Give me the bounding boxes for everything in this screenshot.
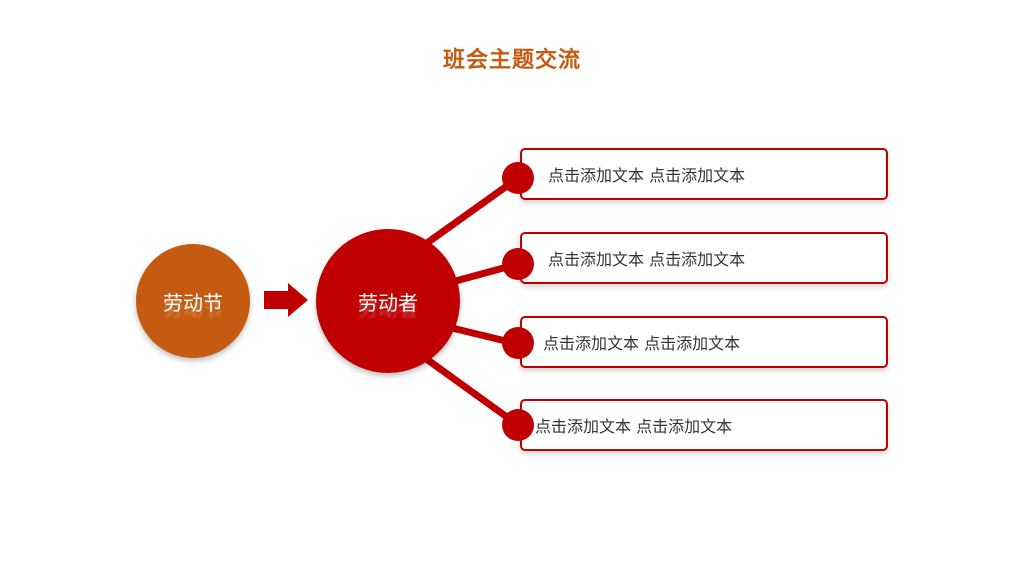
source-node-label: 劳动节: [163, 290, 223, 315]
branch-text-1: 点击添加文本 点击添加文本: [548, 166, 746, 185]
branch-box-2[interactable]: 点击添加文本 点击添加文本: [520, 232, 888, 284]
connector-line-4: [421, 354, 522, 429]
branch-dot-2: [502, 248, 534, 280]
branch-text-2: 点击添加文本 点击添加文本: [548, 250, 746, 269]
branch-dot-3: [502, 327, 534, 359]
connector-line-1: [416, 174, 522, 252]
hub-node-label: 劳动者: [358, 290, 418, 315]
branch-text-3: 点击添加文本 点击添加文本: [543, 334, 741, 353]
branch-text-4: 点击添加文本 点击添加文本: [535, 417, 733, 436]
branch-dot-1: [502, 162, 534, 194]
hub-node-circle[interactable]: 劳动者: [316, 229, 460, 373]
branch-box-3[interactable]: 点击添加文本 点击添加文本: [520, 316, 888, 368]
branch-box-1[interactable]: 点击添加文本 点击添加文本: [520, 148, 888, 200]
branch-box-4[interactable]: 点击添加文本 点击添加文本: [520, 399, 888, 451]
right-arrow-icon: [264, 283, 308, 317]
source-node-circle[interactable]: 劳动节: [136, 244, 250, 358]
branch-dot-4: [502, 409, 534, 441]
slide-title: 班会主题交流: [442, 48, 581, 73]
